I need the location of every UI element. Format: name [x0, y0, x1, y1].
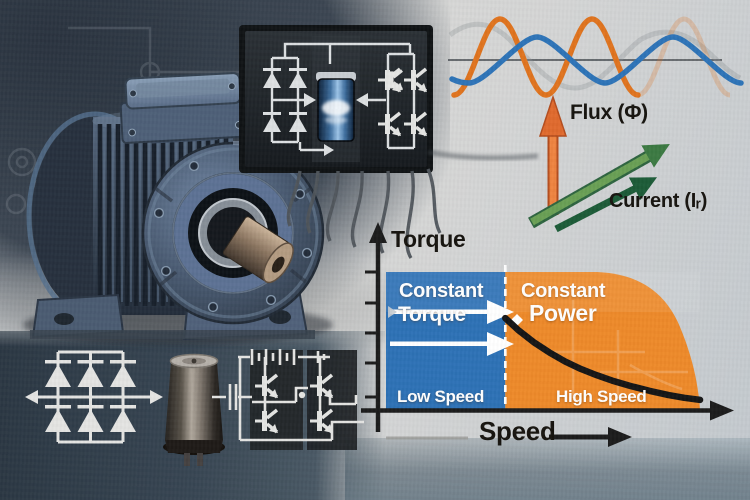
vector-diagram	[528, 94, 670, 233]
wave-blue	[449, 34, 744, 86]
electric-motor	[23, 72, 333, 345]
panel-wires	[286, 168, 442, 259]
bottom-inverter-schematic	[212, 349, 364, 450]
dc-link-capacitor	[316, 72, 356, 142]
ghost-sketch-lines	[552, 300, 688, 400]
high-speed-label: High Speed	[556, 387, 647, 406]
flux-arrow	[538, 94, 568, 215]
region-constant-power	[505, 272, 700, 410]
wave-orange	[451, 16, 641, 98]
speed-axis	[361, 400, 734, 421]
panel-traces	[270, 42, 416, 152]
bottom-capacitor	[163, 353, 225, 466]
constant-power-label-line1: Constant	[521, 280, 606, 302]
bottom-rectifier-schematic	[25, 350, 163, 444]
small-grey-pointer	[388, 306, 397, 318]
terminal-box	[119, 72, 250, 144]
motor-shaft	[222, 216, 294, 284]
constant-torque-label-line1: Constant	[399, 280, 484, 302]
flux-label: Flux (Φ)	[570, 101, 648, 124]
transition-arrow-2	[390, 341, 487, 346]
rectifier-diodes	[263, 68, 368, 156]
torque-axis	[365, 222, 387, 432]
speed-arrow	[386, 427, 632, 447]
torque-curve	[502, 314, 704, 404]
low-speed-label: Low Speed	[397, 387, 485, 406]
current-arrow-main	[528, 143, 670, 229]
region-constant-torque	[386, 272, 506, 410]
waveform-plot	[427, 16, 744, 161]
wave-grey	[448, 21, 742, 91]
inverter-traces	[212, 349, 364, 442]
current-arrow-secondary	[554, 177, 658, 233]
wave-orange-fade	[637, 16, 731, 98]
current-label: Current (Iᵣ)	[609, 190, 708, 212]
constant-torque-label-line2: Torque	[398, 303, 466, 326]
torque-speed-chart	[361, 222, 734, 447]
transition-arrow-1	[390, 309, 487, 314]
constant-power-label-line2: Power	[529, 300, 597, 326]
torque-axis-label: Torque	[391, 226, 466, 252]
speed-axis-label: Speed	[479, 416, 556, 446]
drive-circuit-panel	[239, 25, 433, 173]
